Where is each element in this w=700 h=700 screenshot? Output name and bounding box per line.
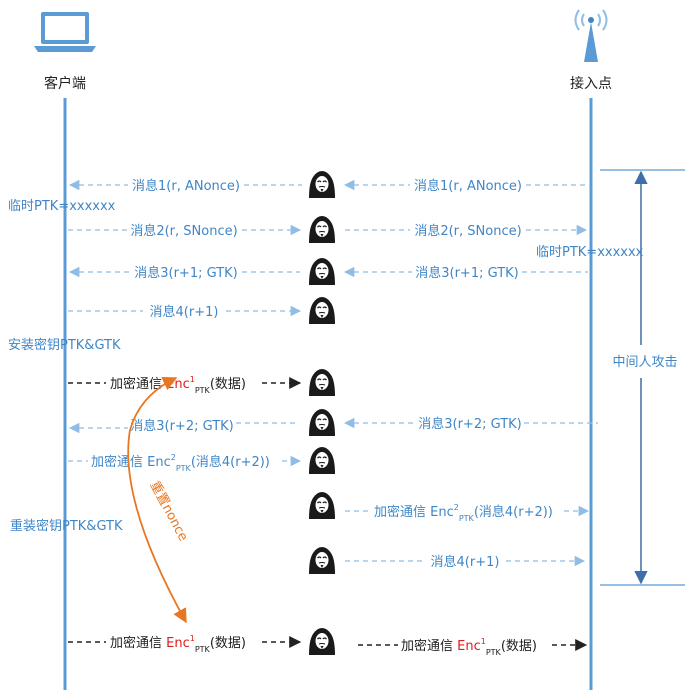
msg1-left-label: 消息1(r, ANonce) [132, 178, 240, 194]
msg2-left-label: 消息2(r, SNonce) [130, 223, 237, 239]
msg3r2-left-label: 消息3(r+2; GTK) [130, 418, 234, 434]
attacker-icon [308, 546, 336, 575]
attacker-icon [308, 296, 336, 325]
enc-final-left-label: 加密通信 Enc1PTK(数据) [110, 634, 246, 654]
replay-nonce-label: 重置nonce [146, 478, 191, 543]
install-keys-label: 安装密钥PTK&GTK [8, 337, 121, 353]
replay-curve [127, 377, 187, 624]
msg3-right-label: 消息3(r+1; GTK) [415, 265, 519, 281]
attacker-icon [308, 368, 336, 397]
msg3-left-label: 消息3(r+1; GTK) [134, 265, 238, 281]
enc1-label: 加密通信 Enc1PTK(数据) [110, 375, 246, 395]
attacker-icon [308, 215, 336, 244]
attacker-icon [308, 257, 336, 286]
antenna-icon [574, 9, 608, 62]
ap-label: 接入点 [570, 75, 612, 92]
temp-ptk-client: 临时PTK=xxxxxx [8, 199, 116, 214]
mitm-bracket [600, 169, 685, 586]
attacker-icon [308, 491, 336, 520]
msg4-final-label: 消息4(r+1) [431, 554, 500, 570]
enc2-left-label: 加密通信 Enc2PTK(消息4(r+2)) [91, 453, 270, 473]
msg2-right-label: 消息2(r, SNonce) [414, 223, 521, 239]
msg4-label: 消息4(r+1) [150, 304, 219, 320]
mitm-label: 中间人攻击 [612, 355, 677, 370]
reinstall-keys-label: 重装密钥PTK&GTK [10, 518, 123, 534]
enc-final-right-label: 加密通信 Enc1PTK(数据) [401, 637, 537, 657]
enc2-right-label: 加密通信 Enc2PTK(消息4(r+2)) [374, 503, 553, 523]
msg3r2-right-label: 消息3(r+2; GTK) [418, 416, 522, 432]
attacker-icon [308, 627, 336, 656]
temp-ptk-ap: 临时PTK=xxxxxx [536, 245, 644, 260]
attacker-icon [308, 170, 336, 199]
msg3r2-left-arrow [68, 422, 298, 434]
laptop-icon [34, 12, 96, 52]
msg1-right-label: 消息1(r, ANonce) [414, 178, 522, 194]
client-label: 客户端 [44, 75, 86, 92]
attacker-icon [308, 446, 336, 475]
attacker-icon [308, 408, 336, 437]
